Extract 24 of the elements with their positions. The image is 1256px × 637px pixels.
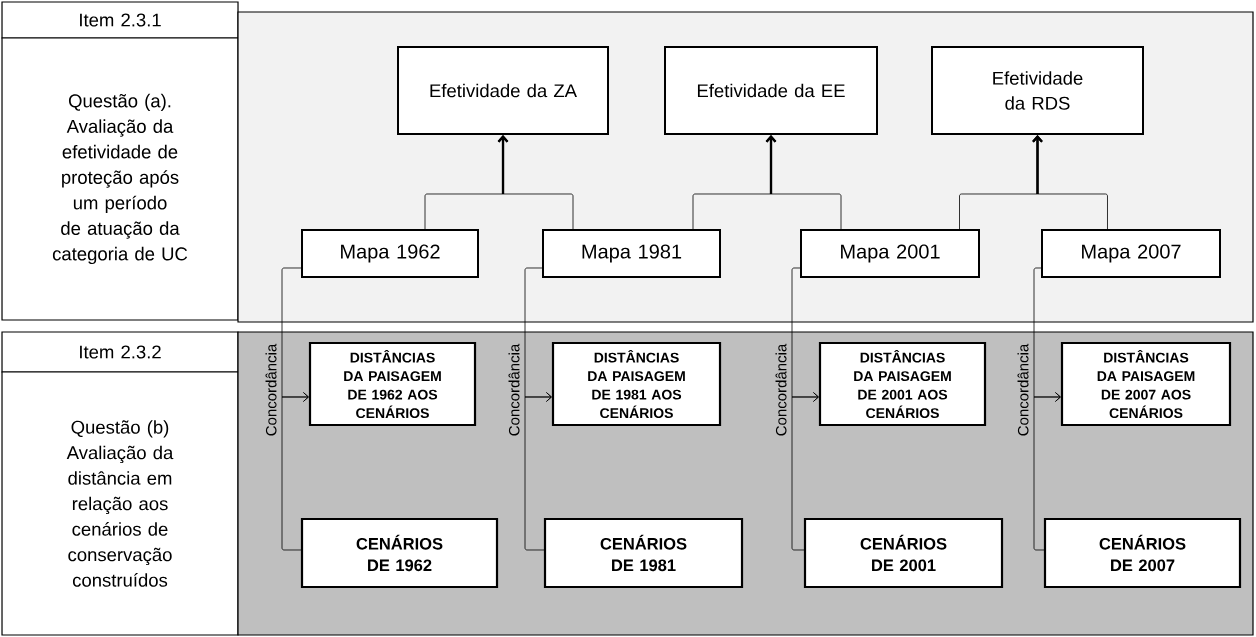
scenario-box: CENÁRIOS DE 2001 — [803, 517, 1004, 589]
edge-label: Concordância — [774, 342, 788, 438]
scenario-box: CENÁRIOS DE 1962 — [300, 517, 499, 589]
map-box: Mapa 1962 — [301, 229, 479, 278]
arrow — [524, 392, 552, 551]
distance-box: DISTÂNCIAS DA PAISAGEM DE 1962 AOS CENÁRIOS — [308, 341, 477, 427]
scenario-box: CENÁRIOS DE 1981 — [543, 517, 744, 589]
distance-box: DISTÂNCIAS DA PAISAGEM DE 2001 AOS CENÁRIOS — [818, 341, 987, 427]
map-box: Mapa 2007 — [1041, 229, 1221, 278]
map-box: Mapa 1981 — [542, 229, 721, 278]
arrow — [1033, 392, 1061, 551]
result-box: Efetividade da EE — [664, 46, 878, 135]
map-box: Mapa 2001 — [800, 229, 980, 278]
text-box: Item 2.3.2 — [1, 331, 239, 373]
distance-box: DISTÂNCIAS DA PAISAGEM DE 1981 AOS CENÁRIOS — [551, 341, 722, 427]
result-box: Efetividade da ZA — [397, 46, 609, 135]
edge-label: Concordância — [1016, 342, 1030, 438]
result-box: Efetividade da RDS — [931, 46, 1144, 135]
arrow — [281, 392, 309, 551]
scenario-box: CENÁRIOS DE 2007 — [1043, 517, 1242, 589]
edge-label: Concordância — [507, 342, 521, 438]
text-box: Item 2.3.1 — [1, 1, 239, 39]
edge-label: Concordância — [264, 342, 278, 438]
distance-box: DISTÂNCIAS DA PAISAGEM DE 2007 AOS CENÁRIOS — [1060, 341, 1232, 427]
